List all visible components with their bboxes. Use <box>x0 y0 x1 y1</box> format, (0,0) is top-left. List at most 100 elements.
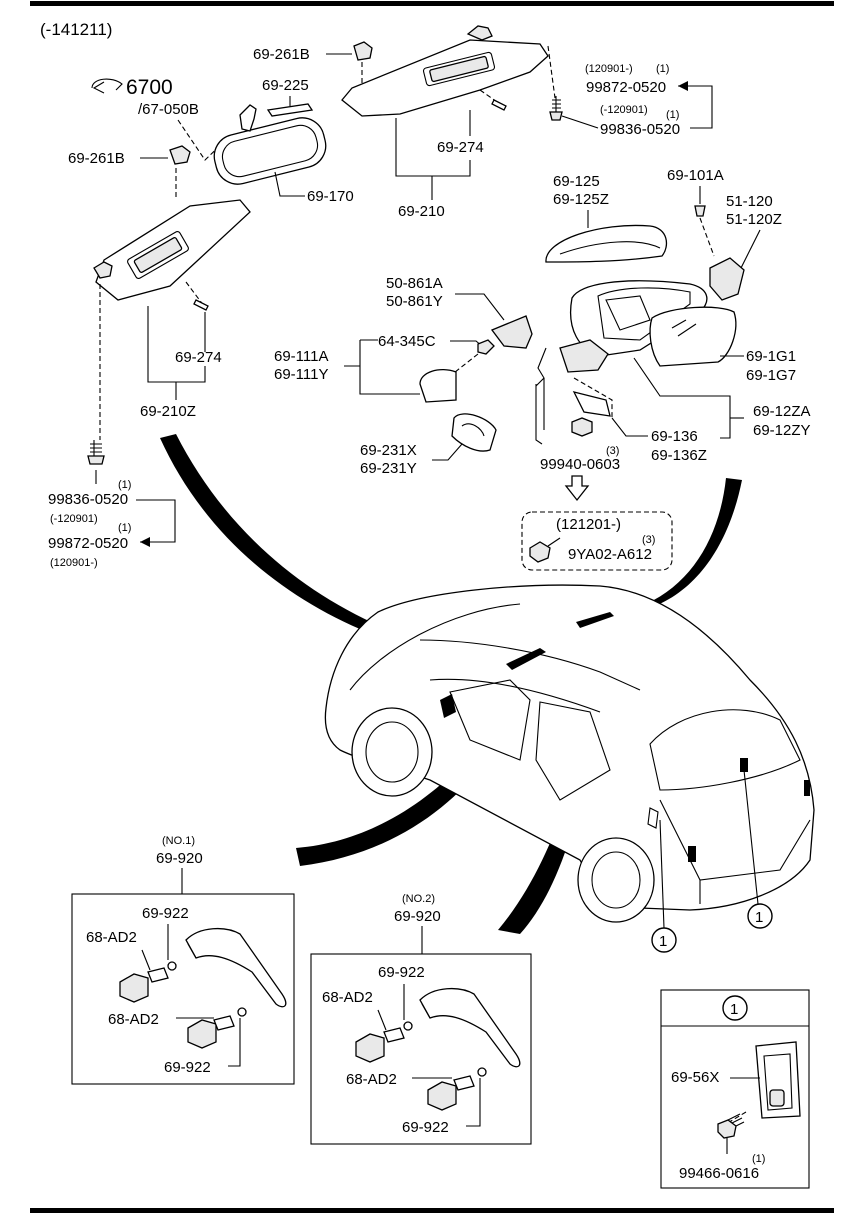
period-header: (-141211) <box>40 20 112 39</box>
callout-label-1b: 1 <box>659 933 667 950</box>
label-69-136: 69-136 <box>651 428 698 445</box>
handle-no2-box <box>310 953 532 1145</box>
arrow-left-icon <box>140 537 150 547</box>
label-99940: 99940-0603 <box>540 456 620 473</box>
bottom-border <box>30 1208 834 1213</box>
leader-arc-handle1 <box>296 686 526 866</box>
label-51-120: 51-120 <box>726 193 773 210</box>
vehicle-rear-glass <box>649 709 801 791</box>
label-99836-bl: 99836-0520 <box>48 491 128 508</box>
group-door-mirror: 69-125 69-125Z 69-101A 51-120 51-120Z 69… <box>521 167 811 571</box>
label-69-261B-left: 69-261B <box>68 150 125 167</box>
label-99836-tr: 99836-0520 <box>600 121 680 138</box>
label-69-12ZA: 69-12ZA <box>753 403 811 420</box>
label-q1-bl1: (1) <box>118 479 131 491</box>
inset-callout-circle <box>722 995 748 1021</box>
visor-clip-left <box>169 145 191 165</box>
vehicle-window-rear <box>535 701 611 801</box>
vehicle-visor-mark-2 <box>576 612 614 628</box>
cover-clip <box>477 339 495 355</box>
label-69-1G1: 69-1G1 <box>746 348 796 365</box>
vehicle-visor-mark-1 <box>506 648 546 670</box>
handle-no2-label-d: 69-922 <box>402 1119 449 1136</box>
handle-no1-label-d: 69-922 <box>164 1059 211 1076</box>
mirror-bracket <box>572 391 611 417</box>
handle-no1-grip <box>185 928 287 1008</box>
label-q1-bl2: (1) <box>118 522 131 534</box>
label-q3-a: (3) <box>606 445 619 457</box>
label-69-125: 69-125 <box>553 173 600 190</box>
handle-no2-cap-top <box>355 1033 385 1063</box>
callout-circle-1b <box>651 927 677 953</box>
inset-qty: (1) <box>752 1153 765 1165</box>
label-69-210: 69-210 <box>398 203 445 220</box>
label-69-111Y: 69-111Y <box>274 366 329 383</box>
label-69-210Z: 69-210Z <box>140 403 196 420</box>
label-q1-tr1: (1) <box>656 63 669 75</box>
inset-label-part: 69-56X <box>671 1069 719 1086</box>
inset-box <box>660 989 810 1189</box>
label-69-1G7: 69-1G7 <box>746 367 796 384</box>
label-69-111A: 69-111A <box>274 348 329 365</box>
visor-clip-top <box>353 41 373 61</box>
label-69-125Z: 69-125Z <box>553 191 609 208</box>
label-64-345C: 64-345C <box>378 333 436 350</box>
handle-no1-label-b: 68-AD2 <box>86 929 137 946</box>
visor-lamp-left <box>193 299 209 311</box>
handle-no2-label-b: 68-AD2 <box>322 989 373 1006</box>
leader-arc-mirror <box>646 478 742 608</box>
mirror-garnish <box>490 315 533 349</box>
mirror-nut <box>571 417 593 437</box>
turn-lamp <box>709 257 745 301</box>
label-69-136Z: 69-136Z <box>651 447 707 464</box>
callout-circle-1a <box>747 903 773 929</box>
sun-visor-right <box>341 25 549 117</box>
group-visor-left: 6700 /67-050B 69-170 69-225 69-261B <box>48 76 354 569</box>
label-99872-tr: 99872-0520 <box>586 79 666 96</box>
callout-label-1a: 1 <box>755 909 763 926</box>
inset-callout-label: 1 <box>730 1001 738 1018</box>
label-51-120Z: 51-120Z <box>726 211 782 228</box>
handle-no2-variant: (NO.2) <box>402 893 435 905</box>
reference-arrow-icon <box>91 78 123 94</box>
vehicle-clip-mark-3 <box>804 780 810 796</box>
replace-arrow-icon <box>564 475 590 502</box>
mirror-glass <box>649 306 737 367</box>
label-69-231Y: 69-231Y <box>360 460 417 477</box>
label-69-101A: 69-101A <box>667 167 724 184</box>
handle-no2-label-a: 69-922 <box>378 964 425 981</box>
mirror-screw <box>694 205 706 217</box>
vehicle-mirror-mark <box>440 694 456 718</box>
label-69-12ZY: 69-12ZY <box>753 422 811 439</box>
door-grommet <box>451 413 497 452</box>
visor-bolt-left <box>87 440 105 465</box>
handle-no2-part: 69-920 <box>394 908 441 925</box>
vehicle-wheel-rear <box>577 837 655 923</box>
inset-label-bolt: 99466-0616 <box>679 1165 759 1182</box>
label-69-225: 69-225 <box>262 77 309 94</box>
inset-clip-part <box>755 1041 801 1119</box>
mirror-base <box>559 339 609 373</box>
handle-no1-cap-bot <box>187 1019 217 1049</box>
later-bolt-box <box>521 511 673 571</box>
label-9YA02: 9YA02-A612 <box>568 546 652 563</box>
label-69-274-left: 69-274 <box>175 349 222 366</box>
handle-no1-cap-top <box>119 973 149 1003</box>
label-69-274-right: 69-274 <box>437 139 484 156</box>
vehicle-window-front <box>449 679 531 761</box>
group-handle-no2: (NO.2) 69-920 69-922 68-AD2 68-AD2 69-92… <box>310 893 532 1145</box>
inner-cover <box>419 369 457 403</box>
label-q3-b: (3) <box>642 534 655 546</box>
inset-bolt <box>717 1113 745 1139</box>
visor-lamp-right <box>491 99 507 111</box>
handle-no1-variant: (NO.1) <box>162 835 195 847</box>
sun-visor-left <box>93 199 251 301</box>
handle-no1-box <box>71 893 295 1085</box>
handle-no1-clip-bot <box>213 1015 235 1031</box>
group-center-parts: 50-861A 50-861Y 64-345C 69-111A 69-111Y … <box>274 275 533 477</box>
handle-no1-label-c: 68-AD2 <box>108 1011 159 1028</box>
handle-no2-grip <box>419 988 521 1068</box>
label-q1-tr2: (1) <box>666 109 679 121</box>
vehicle-wheel-front <box>351 707 433 797</box>
